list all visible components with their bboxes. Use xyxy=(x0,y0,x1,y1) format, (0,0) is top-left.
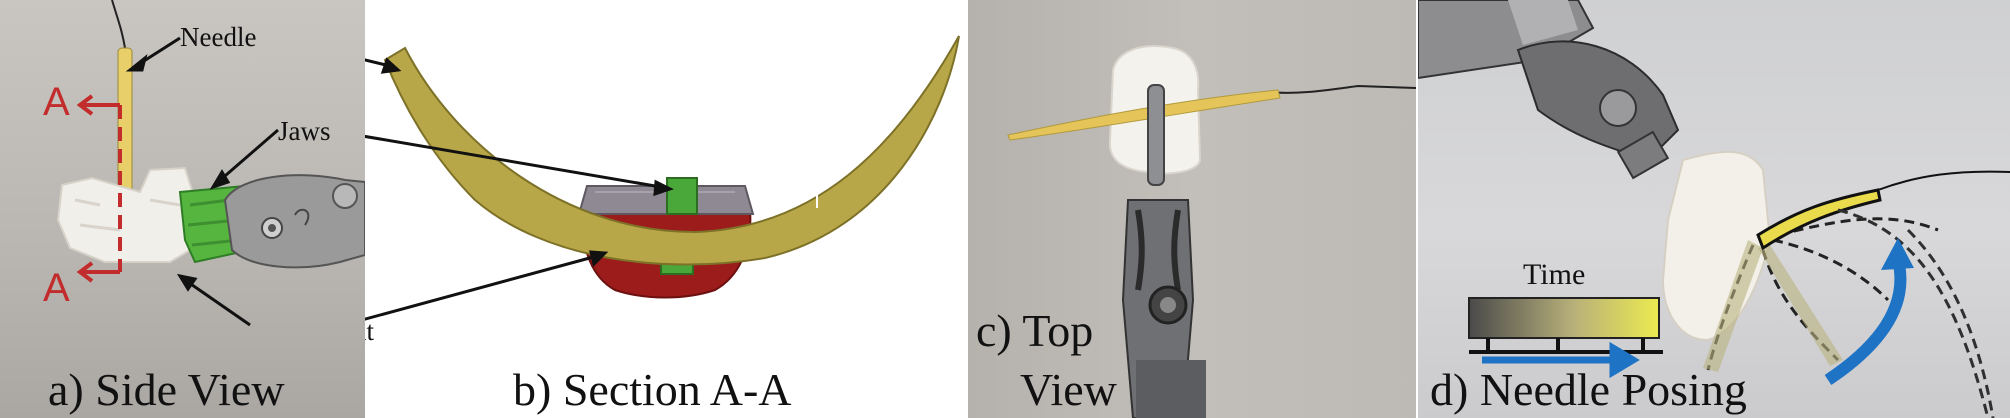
needle-posing-photo xyxy=(1418,0,2010,418)
section-line xyxy=(76,94,122,283)
time-legend-label: Time xyxy=(1523,258,1586,291)
side-view-photo xyxy=(56,0,365,327)
rotation-arrow xyxy=(1824,258,1907,385)
panel-d-caption: d) Needle Posing xyxy=(1430,364,1747,415)
section-marker-bottom: A xyxy=(43,266,70,310)
panel-c-caption-line2: View xyxy=(1020,364,1117,415)
time-gradient-bar xyxy=(1468,297,1660,339)
jaw-upper xyxy=(666,177,698,215)
needle-section xyxy=(383,35,960,266)
needle-pose xyxy=(1756,188,1882,251)
attachment-label: Attachment xyxy=(365,316,374,346)
panel-top-view: c) Top View xyxy=(968,0,1416,418)
panel-side-view: A A Needle Jaws a) Side View xyxy=(0,0,365,418)
panel-needle-posing: Time d) Needle Posing xyxy=(1418,0,2010,418)
panel-b-caption: b) Section A-A xyxy=(513,364,792,415)
needle-label: Needle xyxy=(180,22,257,52)
section-marker-top: A xyxy=(43,80,70,124)
panel-section-view: Attachment b) Section A-A xyxy=(365,0,965,418)
panel-a-caption: a) Side View xyxy=(48,364,285,415)
jaws-label: Jaws xyxy=(278,116,331,146)
top-view-photo xyxy=(1007,45,1416,418)
section-diagram xyxy=(365,35,960,321)
needle-top xyxy=(1007,89,1281,141)
panel-c-caption-line1: c) Top xyxy=(976,305,1094,356)
time-direction-arrow xyxy=(1482,341,1640,379)
